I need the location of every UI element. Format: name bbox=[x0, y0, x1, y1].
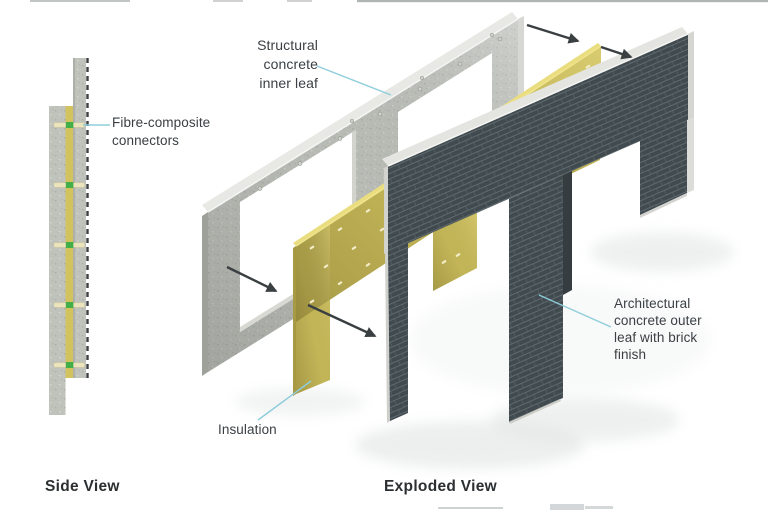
assembly-arrow-top-1 bbox=[526, 23, 580, 44]
assembly-arrows bbox=[226, 23, 633, 338]
label-line: Structural bbox=[257, 37, 318, 53]
leader-line-insulation bbox=[257, 380, 312, 421]
assembly-arrow-top-2 bbox=[600, 45, 633, 60]
label-insulation: Insulation bbox=[218, 421, 308, 438]
leader-line-outer-leaf bbox=[538, 294, 612, 328]
label-line: Architectural bbox=[614, 296, 691, 311]
leader-lines bbox=[83, 65, 612, 421]
label-line: Insulation bbox=[218, 422, 277, 437]
connector-holes-inner-leaf bbox=[257, 32, 503, 191]
side-view-connectors bbox=[53, 122, 85, 368]
outer-leaf-brick-panel bbox=[382, 27, 694, 424]
label-line: finish bbox=[614, 347, 647, 362]
label-line: inner leaf bbox=[259, 75, 318, 91]
side-view-outer-leaf bbox=[49, 106, 66, 415]
edge-artifacts bbox=[30, 0, 768, 510]
label-line: leaf with brick bbox=[614, 330, 698, 345]
label-fibre-composite-connectors: Fibre-composite connectors bbox=[112, 114, 242, 149]
label-architectural-outer-leaf: Architectural concrete outer leaf with b… bbox=[614, 295, 724, 363]
label-structural-inner-leaf: Structural concrete inner leaf bbox=[230, 36, 318, 93]
assembly-arrow-mid-1 bbox=[226, 265, 278, 293]
caption-exploded-view: Exploded View bbox=[384, 478, 498, 495]
label-line: concrete outer bbox=[614, 313, 702, 328]
label-line: connectors bbox=[112, 132, 180, 148]
leader-line-inner-leaf bbox=[316, 65, 392, 96]
side-view-drawing bbox=[49, 58, 89, 415]
side-view-inner-leaf bbox=[73, 58, 86, 378]
label-line: Fibre-composite bbox=[112, 115, 211, 130]
caption-side-view: Side View bbox=[45, 478, 120, 495]
label-line: concrete bbox=[263, 56, 318, 72]
assembly-arrow-mid-2 bbox=[307, 303, 377, 338]
